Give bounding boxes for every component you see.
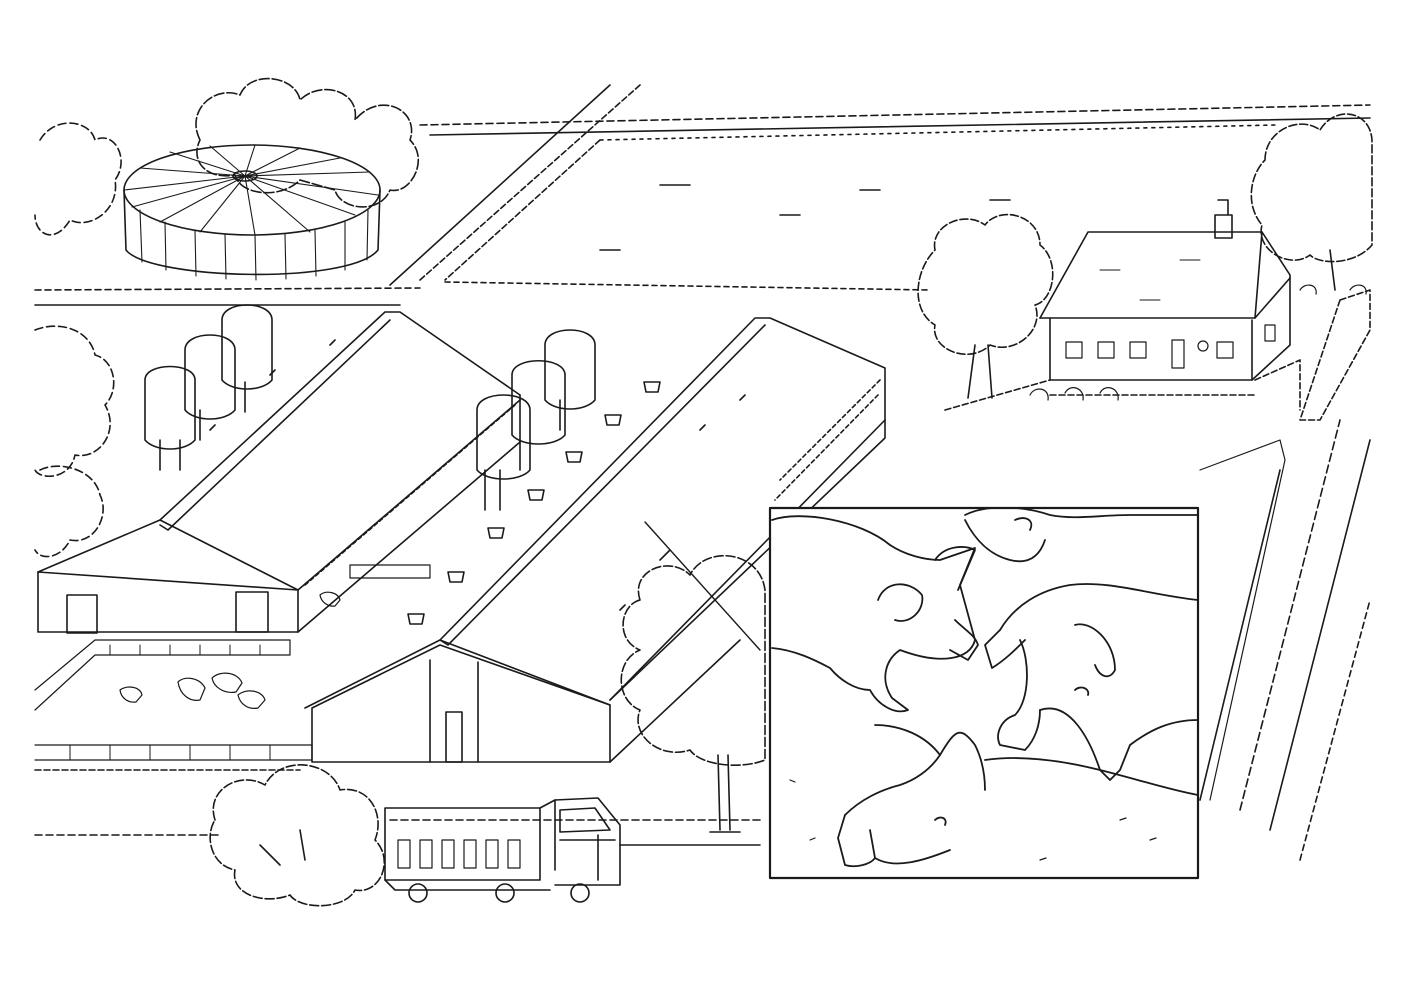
feed-silo (476, 329, 596, 511)
slurry-tank (123, 144, 381, 281)
fence (34, 439, 1286, 801)
tree (1250, 113, 1373, 295)
feed-silo (144, 304, 273, 471)
fence (1299, 289, 1371, 421)
tree (34, 77, 420, 558)
inset-pigs-closeup (768, 506, 1200, 880)
tree (917, 213, 1054, 399)
tree (209, 764, 386, 907)
pig (771, 515, 976, 713)
pig-barn-left (37, 311, 521, 634)
pig (874, 724, 986, 791)
farmhouse (944, 199, 1301, 411)
pig (119, 591, 341, 709)
pig (964, 508, 1198, 519)
ventilation-chimney (407, 381, 661, 625)
tree (620, 521, 766, 833)
pig (999, 583, 1198, 631)
livestock-truck (384, 797, 621, 903)
field-lines (34, 84, 1371, 861)
